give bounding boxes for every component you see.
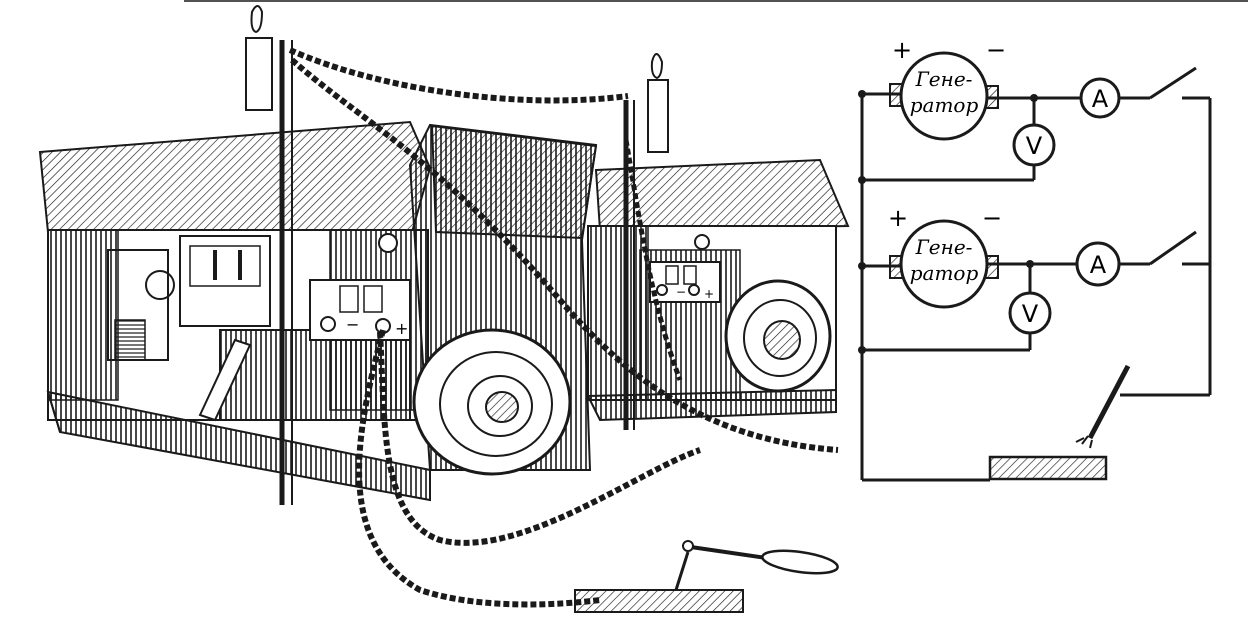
left-panel-plus: +: [395, 319, 408, 338]
right-lamp: [647, 79, 669, 153]
right-panel-plus: +: [704, 287, 714, 301]
generator-1-minus: −: [986, 36, 1006, 64]
right-machine-roof: [594, 158, 850, 232]
ammeter-2-symbol: A: [1090, 251, 1107, 279]
schematic-workpiece: [988, 455, 1108, 481]
schematic-junctions: [858, 90, 1038, 354]
workpiece-plate: [574, 589, 744, 613]
ammeter-2: A: [1075, 241, 1121, 287]
right-machine-base: [586, 388, 837, 422]
electrode-holder-handle: [761, 549, 839, 575]
left-welding-machine: − +: [38, 120, 598, 502]
generator-1-label-line2: ратор: [910, 93, 979, 117]
voltmeter-2: V: [1008, 291, 1052, 335]
generator-1-plus: +: [892, 36, 912, 64]
generator-2-label-line1: Гене-: [915, 235, 973, 259]
left-lamp: [245, 37, 273, 111]
schematic-electrode: [1075, 364, 1131, 449]
ammeter-1: A: [1079, 77, 1121, 119]
left-machine-roof: [38, 120, 432, 233]
workpiece-with-holder: [574, 540, 839, 613]
voltmeter-1-symbol: V: [1026, 132, 1043, 160]
generator-2-plus: +: [888, 204, 908, 232]
poles-and-cables: [245, 5, 839, 608]
right-welding-machine: − +: [586, 158, 850, 422]
ammeter-1-symbol: A: [1092, 85, 1109, 113]
generator-2-label-line2: ратор: [910, 261, 979, 285]
generator-1: Гене- ратор + −: [889, 36, 1006, 141]
right-panel-minus: −: [676, 285, 686, 299]
voltmeter-1: V: [1012, 123, 1056, 167]
generator-2: Гене- ратор + −: [888, 204, 1002, 309]
generator-2-minus: −: [982, 204, 1002, 232]
voltmeter-2-symbol: V: [1022, 300, 1039, 328]
left-panel-minus: −: [346, 315, 359, 334]
generator-1-label-line1: Гене-: [915, 67, 973, 91]
